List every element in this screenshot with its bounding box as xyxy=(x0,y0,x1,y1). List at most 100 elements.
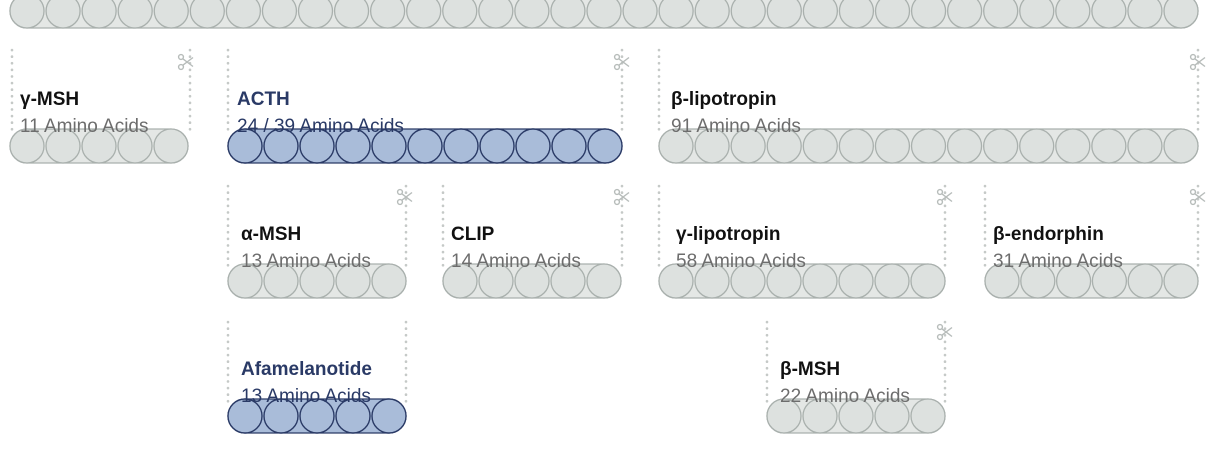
amino-acid-bead xyxy=(766,0,802,29)
alpha-msh-name: α-MSH xyxy=(241,224,301,245)
amino-acid-bead xyxy=(442,263,478,299)
amino-acid-bead xyxy=(802,0,839,29)
amino-acid-bead xyxy=(658,128,694,164)
amino-acid-bead xyxy=(261,0,298,29)
amino-acid-bead xyxy=(586,263,622,299)
amino-acid-bead xyxy=(694,128,730,164)
top-chain xyxy=(9,0,1199,29)
gamma-msh-name: γ-MSH xyxy=(20,89,79,110)
amino-acid-bead xyxy=(802,263,838,299)
clip-chain xyxy=(442,263,622,299)
amino-acid-bead xyxy=(694,263,730,299)
alpha-msh-label: α-MSH 13 Amino Acids xyxy=(241,224,371,272)
amino-acid-bead xyxy=(45,128,81,164)
guide-lines xyxy=(10,48,1200,405)
amino-acid-bead xyxy=(442,0,478,29)
beta-endorphin-chain xyxy=(984,263,1199,299)
amino-acid-bead xyxy=(874,0,911,29)
amino-acid-bead xyxy=(225,0,262,29)
amino-acid-bead xyxy=(1019,0,1055,29)
amino-acid-bead xyxy=(371,128,407,164)
amino-acid-bead xyxy=(550,263,586,299)
amino-acid-bead xyxy=(910,128,947,164)
amino-acid-bead xyxy=(514,0,550,29)
amino-acid-bead xyxy=(1091,263,1128,299)
amino-acid-bead xyxy=(81,128,117,164)
amino-acid-bead xyxy=(227,398,263,434)
amino-acid-bead xyxy=(1127,0,1163,29)
beta-endorphin-guides xyxy=(983,184,1200,270)
gamma-lipotropin-chain xyxy=(658,263,946,299)
amino-acid-bead xyxy=(766,398,802,434)
amino-acid-bead xyxy=(586,0,622,29)
alpha-msh-amino-acid-count: 13 Amino Acids xyxy=(241,251,371,272)
amino-acid-bead xyxy=(730,263,766,299)
acth-chain xyxy=(227,128,623,164)
amino-acid-bead xyxy=(838,128,875,164)
amino-acid-bead xyxy=(982,128,1019,164)
amino-acid-bead xyxy=(299,398,335,434)
peptide-labels: γ-MSH 11 Amino Acids ACTH 24 / 39 Amino Aci… xyxy=(20,89,1123,407)
amino-acid-bead xyxy=(946,128,983,164)
gamma-msh-chain xyxy=(9,128,189,164)
amino-acid-bead xyxy=(263,128,299,164)
gamma-lipotropin-name: γ-lipotropin xyxy=(676,224,780,245)
amino-acid-bead xyxy=(153,0,189,29)
amino-acid-bead xyxy=(946,0,983,29)
amino-acid-bead xyxy=(117,0,153,29)
amino-acid-bead xyxy=(551,128,587,164)
amino-acid-bead xyxy=(263,398,299,434)
amino-acid-bead xyxy=(81,0,117,29)
amino-acid-bead xyxy=(9,0,45,29)
acth-name: ACTH xyxy=(237,89,290,110)
amino-acid-bead xyxy=(910,263,946,299)
amino-acid-bead xyxy=(371,263,407,299)
acth-label: ACTH 24 / 39 Amino Acids xyxy=(237,89,404,137)
afamelanotide-chain xyxy=(227,398,407,434)
amino-acid-bead xyxy=(874,263,910,299)
amino-acid-bead xyxy=(1019,128,1055,164)
amino-acid-bead xyxy=(802,398,838,434)
afamelanotide-amino-acid-count: 13 Amino Acids xyxy=(241,386,371,407)
amino-acid-bead xyxy=(1091,128,1127,164)
clip-name: CLIP xyxy=(451,224,495,245)
acth-amino-acid-count: 24 / 39 Amino Acids xyxy=(237,116,404,137)
beta-msh-name: β-MSH xyxy=(780,359,840,380)
amino-acid-bead xyxy=(335,128,371,164)
amino-acid-bead xyxy=(335,398,371,434)
amino-acid-bead xyxy=(730,0,766,29)
amino-acid-bead xyxy=(1127,263,1163,299)
amino-acid-bead xyxy=(227,128,263,164)
amino-acid-bead xyxy=(587,128,623,164)
alpha-msh-guides xyxy=(226,184,408,270)
afamelanotide-guides xyxy=(226,320,408,405)
amino-acid-bead xyxy=(838,398,874,434)
amino-acid-bead xyxy=(478,0,514,29)
beta-msh-chain xyxy=(766,398,946,434)
amino-acid-bead xyxy=(1127,128,1163,164)
amino-acid-bead xyxy=(479,128,515,164)
amino-acid-bead xyxy=(1163,0,1199,29)
beta-msh-amino-acid-count: 22 Amino Acids xyxy=(780,386,910,407)
amino-acid-bead xyxy=(874,128,911,164)
amino-acid-bead xyxy=(153,128,189,164)
amino-acid-bead xyxy=(910,398,946,434)
amino-acid-bead xyxy=(1055,128,1091,164)
amino-acid-bead xyxy=(227,263,263,299)
amino-acid-bead xyxy=(766,263,802,299)
gamma-msh-amino-acid-count: 11 Amino Acids xyxy=(20,116,149,137)
amino-acid-bead xyxy=(1091,0,1127,29)
amino-acid-bead xyxy=(299,263,335,299)
amino-acid-bead xyxy=(297,0,334,29)
amino-acid-bead xyxy=(117,128,153,164)
amino-acid-bead xyxy=(1055,0,1091,29)
amino-acid-bead xyxy=(514,263,550,299)
alpha-msh-chain xyxy=(227,263,407,299)
beta-msh-guides xyxy=(765,320,947,405)
beta-lipotropin-chain xyxy=(658,128,1199,164)
amino-acid-bead xyxy=(299,128,335,164)
